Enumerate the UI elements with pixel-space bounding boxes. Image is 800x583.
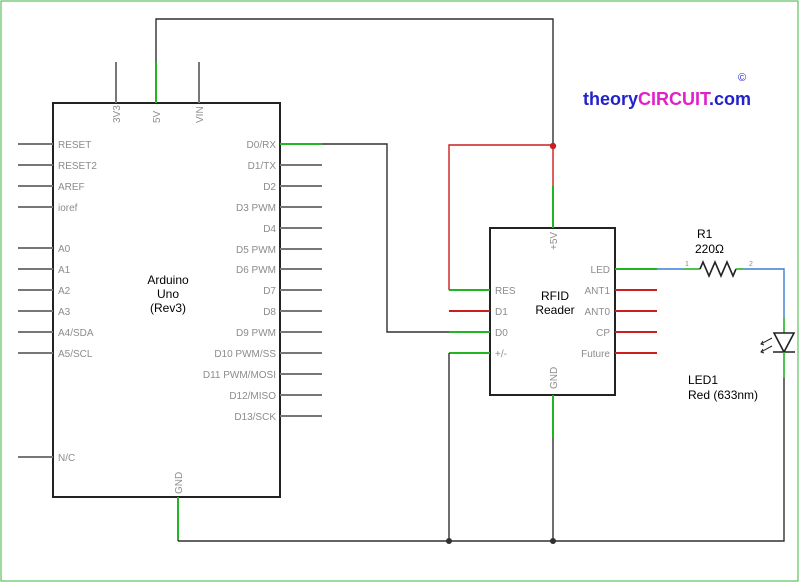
led-value: Red (633nm) bbox=[688, 388, 758, 402]
junction-gnd-1 bbox=[446, 538, 452, 544]
resistor-zigzag bbox=[699, 259, 737, 279]
arduino-body bbox=[52, 102, 281, 498]
junction-5v bbox=[549, 142, 557, 150]
rfid-pin-label-plusminus: +/- bbox=[495, 349, 507, 360]
pin-label-a1: A1 bbox=[58, 265, 71, 276]
led-arrow-1-head bbox=[760, 340, 765, 346]
led-arrow-2-head bbox=[760, 348, 765, 354]
arduino-right-pins: D0/RX D1/TX D2 D3 PWM D4 D5 PWM D6 PWM D… bbox=[203, 140, 322, 423]
pin-label-d12: D12/MISO bbox=[229, 391, 276, 402]
pin-label-a4: A4/SDA bbox=[58, 328, 94, 339]
resistor-pin2: 2 bbox=[749, 261, 753, 268]
led-arrow-2 bbox=[760, 345, 773, 353]
pin-label-reset2: RESET2 bbox=[58, 161, 97, 172]
pin-label-d5: D5 PWM bbox=[236, 245, 276, 256]
pin-label-vin: VIN bbox=[195, 106, 206, 123]
copyright-symbol: © bbox=[738, 72, 746, 84]
pin-label-d11: D11 PWM/MOSI bbox=[203, 370, 276, 381]
pin-label-3v3: 3V3 bbox=[112, 105, 123, 123]
led-arrow-1 bbox=[760, 337, 773, 345]
arduino-name: Arduino bbox=[147, 273, 189, 287]
pin-label-d3: D3 PWM bbox=[236, 203, 276, 214]
pin-label-d7: D7 bbox=[263, 286, 276, 297]
rfid-reader: RFID Reader +5V GND RES D1 D0 +/- LED AN… bbox=[449, 186, 657, 437]
wire-resistor-led bbox=[743, 268, 785, 318]
wires bbox=[155, 18, 785, 544]
led-1: LED1 Red (633nm) bbox=[688, 318, 796, 402]
rfid-pin-label-future: Future bbox=[581, 349, 610, 360]
rfid-pin-label-led: LED bbox=[591, 265, 610, 276]
brand-prefix: theory bbox=[583, 89, 638, 109]
pin-label-aref: AREF bbox=[58, 182, 85, 193]
pin-label-d4: D4 bbox=[263, 224, 276, 235]
led-triangle bbox=[772, 332, 796, 354]
rfid-pin-label-d0: D0 bbox=[495, 328, 508, 339]
pin-label-d0: D0/RX bbox=[247, 140, 277, 151]
brand-highlight: CIRCUIT bbox=[638, 89, 711, 109]
brand-logo: © theoryCIRCUIT.com bbox=[583, 72, 751, 109]
resistor-r1: 1 2 R1 220Ω bbox=[684, 227, 753, 279]
pin-label-a5: A5/SCL bbox=[58, 349, 93, 360]
rfid-pin-label-5v: +5V bbox=[549, 232, 560, 250]
pin-label-reset: RESET bbox=[58, 140, 91, 151]
pin-label-nc: N/C bbox=[58, 453, 75, 464]
pin-label-ioref: ioref bbox=[58, 203, 78, 214]
wire-data bbox=[322, 143, 449, 333]
wire-res-5v bbox=[448, 144, 553, 290]
resistor-value: 220Ω bbox=[695, 242, 724, 256]
brand-suffix: .com bbox=[709, 89, 751, 109]
rfid-pin-label-ant1: ANT1 bbox=[584, 286, 610, 297]
arduino-rev: (Rev3) bbox=[150, 301, 186, 315]
pin-label-a2: A2 bbox=[58, 286, 71, 297]
wire-gnd bbox=[178, 378, 785, 542]
pin-label-d9: D9 PWM bbox=[236, 328, 276, 339]
rfid-pin-label-gnd: GND bbox=[549, 367, 560, 389]
pin-label-5v: 5V bbox=[152, 110, 163, 123]
rfid-pin-label-res: RES bbox=[495, 286, 516, 297]
rfid-name: RFID bbox=[541, 289, 569, 303]
rfid-pin-label-d1: D1 bbox=[495, 307, 508, 318]
arduino-model: Uno bbox=[157, 287, 179, 301]
pin-label-gnd: GND bbox=[174, 472, 185, 494]
rfid-name-2: Reader bbox=[535, 303, 574, 317]
pin-label-d10: D10 PWM/SS bbox=[214, 349, 276, 360]
pin-label-d13: D13/SCK bbox=[234, 412, 276, 423]
arduino-left-pins: RESET RESET2 AREF ioref A0 A1 A2 A3 A4/S… bbox=[18, 140, 97, 464]
pin-label-a0: A0 bbox=[58, 244, 71, 255]
rfid-pin-label-cp: CP bbox=[596, 328, 610, 339]
pin-label-a3: A3 bbox=[58, 307, 71, 318]
arduino-uno: Arduino Uno (Rev3) 3V3 5V VIN GND RESET bbox=[18, 62, 322, 541]
resistor-pin1: 1 bbox=[685, 261, 689, 268]
brand-text: theoryCIRCUIT.com bbox=[583, 89, 751, 109]
led-light-arrows bbox=[760, 337, 773, 354]
wire-5v bbox=[155, 18, 554, 146]
pin-label-d1: D1/TX bbox=[248, 161, 277, 172]
pin-label-d8: D8 bbox=[263, 307, 276, 318]
pin-label-d2: D2 bbox=[263, 182, 276, 193]
rfid-pin-label-ant0: ANT0 bbox=[584, 307, 610, 318]
junction-gnd-2 bbox=[550, 538, 556, 544]
resistor-ref: R1 bbox=[697, 227, 713, 241]
led-ref: LED1 bbox=[688, 373, 718, 387]
pin-label-d6: D6 PWM bbox=[236, 265, 276, 276]
